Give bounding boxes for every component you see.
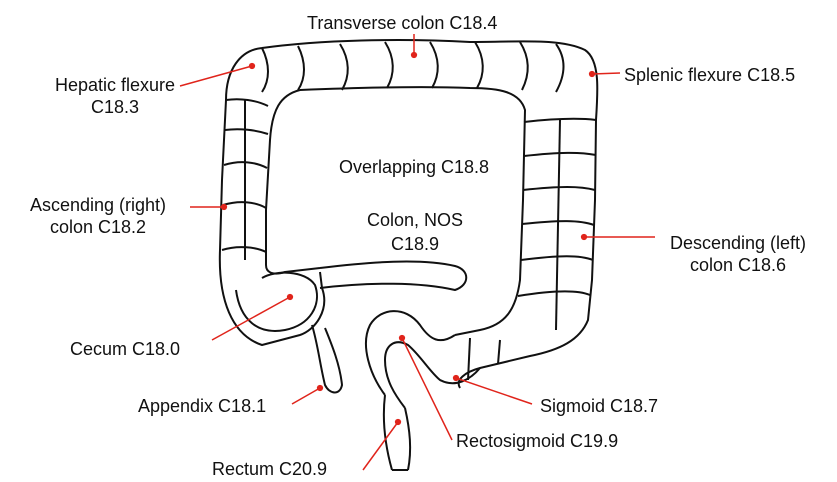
label-hepatic-flexure: Hepatic flexure C18.3	[40, 74, 190, 118]
leader-appendix	[292, 388, 320, 404]
label-colon-nos-line2: C18.9	[350, 232, 480, 256]
label-sigmoid: Sigmoid C18.7	[540, 395, 658, 417]
label-ascending-colon: Ascending (right) colon C18.2	[8, 194, 188, 238]
label-colon-nos: Colon, NOS C18.9	[350, 208, 480, 256]
appendix-shape	[312, 325, 342, 393]
cecum-shape	[236, 273, 317, 331]
label-overlapping: Overlapping C18.8	[314, 155, 514, 179]
label-rectum: Rectum C20.9	[212, 458, 327, 480]
leader-sigmoid	[456, 378, 532, 404]
label-descending-colon: Descending (left) colon C18.6	[648, 232, 828, 276]
leader-hepatic	[180, 66, 252, 86]
ascending-haustra	[222, 99, 268, 260]
label-colon-nos-line1: Colon, NOS	[350, 208, 480, 232]
label-appendix: Appendix C18.1	[138, 395, 266, 417]
leader-rectum	[363, 422, 398, 470]
label-descending-line1: Descending (left)	[648, 232, 828, 254]
descending-haustra	[518, 119, 596, 330]
label-rectosigmoid: Rectosigmoid C19.9	[456, 430, 618, 452]
label-descending-line2: colon C18.6	[648, 254, 828, 276]
transverse-haustra	[262, 42, 564, 92]
leader-rectosigmoid	[402, 338, 452, 440]
leader-splenic	[592, 73, 620, 74]
label-hepatic-line2: C18.3	[40, 96, 190, 118]
label-ascending-line1: Ascending (right)	[8, 194, 188, 216]
rectum-shape	[384, 395, 410, 470]
label-splenic-flexure: Splenic flexure C18.5	[624, 64, 795, 86]
leader-cecum	[212, 297, 290, 340]
label-ascending-line2: colon C18.2	[8, 216, 188, 238]
label-hepatic-line1: Hepatic flexure	[40, 74, 190, 96]
label-transverse-colon: Transverse colon C18.4	[307, 12, 497, 34]
ileum-shape	[320, 262, 466, 290]
sigmoid-shape	[366, 311, 500, 408]
label-cecum: Cecum C18.0	[70, 338, 180, 360]
